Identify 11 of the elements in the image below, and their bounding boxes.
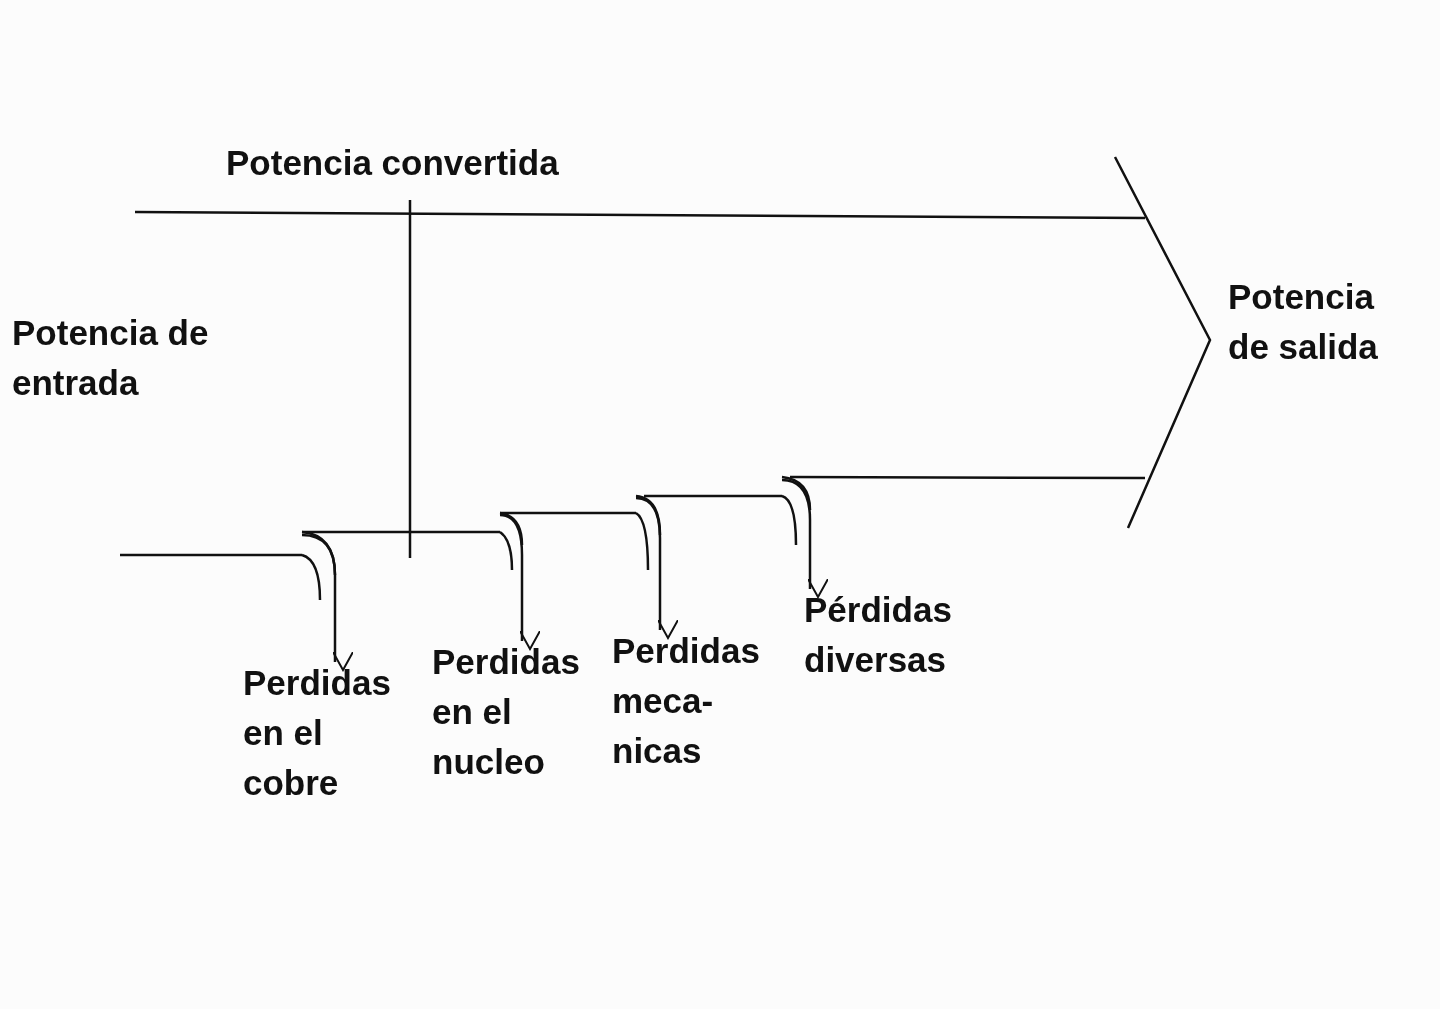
flow-label: Potencia convertida xyxy=(226,142,559,184)
loss-arrow xyxy=(635,496,679,639)
node-label: Perdidas en el cobre xyxy=(243,662,392,804)
node-label: Potencia de entrada xyxy=(12,312,210,404)
loss-arrow xyxy=(781,478,829,598)
node-label: Perdidas en el nucleo xyxy=(432,641,581,783)
node-label: Potencia de salida xyxy=(1228,276,1379,368)
node-label: Pérdidas diversas xyxy=(804,589,953,681)
loss-arrow xyxy=(499,513,541,650)
node-label: Perdidas meca- nicas xyxy=(612,630,761,772)
loss-arrow xyxy=(301,533,354,671)
